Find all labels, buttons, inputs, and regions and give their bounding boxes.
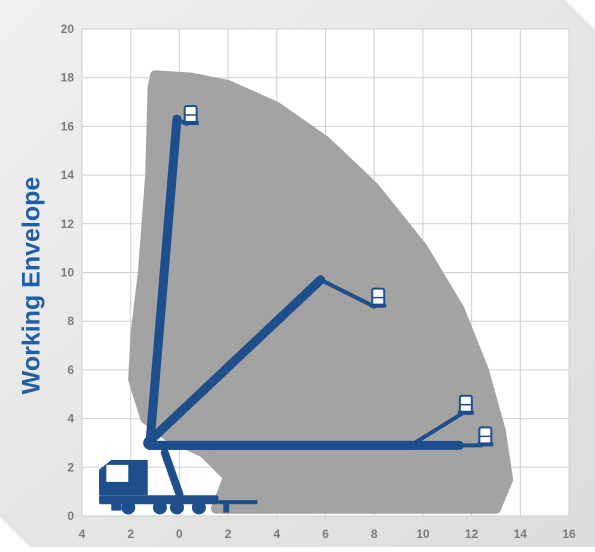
truck-wheel-4 <box>169 500 184 515</box>
y-tick-label: 14 <box>61 168 75 182</box>
x-tick-label: 14 <box>514 527 528 541</box>
y-tick-label: 8 <box>67 314 74 328</box>
y-tick-label: 20 <box>61 22 75 36</box>
basket-floor-3 <box>477 442 494 447</box>
truck-wheel-3 <box>191 500 206 515</box>
outrigger-pad-rear <box>223 502 230 513</box>
y-tick-label: 16 <box>61 119 75 133</box>
y-tick-label: 0 <box>67 509 74 523</box>
x-tick-label: 2 <box>225 527 232 541</box>
truck-wheel-1 <box>121 500 136 515</box>
boom-arm-1 <box>145 114 182 446</box>
turret-joint <box>143 435 158 450</box>
y-axis-ticks: 0 2 4 6 8 10 12 14 16 18 20 <box>61 22 75 523</box>
x-tick-label: 16 <box>562 527 576 541</box>
x-tick-label: 10 <box>416 527 430 541</box>
truck-wheel-2 <box>152 500 167 515</box>
jib-arm-4 <box>408 411 464 448</box>
aerial-platform-machine <box>99 104 494 515</box>
boom-arm-2 <box>145 275 326 446</box>
x-tick-label: 2 <box>127 527 134 541</box>
y-tick-label: 2 <box>67 460 74 474</box>
y-tick-label: 6 <box>67 363 74 377</box>
x-tick-label: 6 <box>322 527 329 541</box>
x-tick-label: 4 <box>273 527 280 541</box>
x-tick-label: 8 <box>371 527 378 541</box>
x-tick-label: 12 <box>465 527 479 541</box>
x-tick-label: 4 <box>79 527 86 541</box>
basket-floor-4 <box>457 410 474 415</box>
y-tick-label: 12 <box>61 217 75 231</box>
basket-floor-1 <box>182 120 199 125</box>
y-axis-title: Working Envelope <box>10 140 54 430</box>
outrigger-pad-front <box>111 502 122 511</box>
y-tick-label: 4 <box>67 412 74 426</box>
truck-rear-bar <box>218 500 258 505</box>
x-axis-ticks: 4 2 0 2 4 6 8 10 12 14 16 <box>79 527 576 541</box>
x-tick-label: 0 <box>176 527 183 541</box>
basket-floor-2 <box>370 303 387 308</box>
diagram-title: Working Envelope <box>17 176 46 394</box>
jib-arm-2 <box>318 277 377 309</box>
turret-post <box>160 448 184 499</box>
y-tick-label: 10 <box>61 266 75 280</box>
y-tick-label: 18 <box>61 71 75 85</box>
working-envelope-area <box>128 70 514 514</box>
truck-cab-window <box>106 464 129 482</box>
